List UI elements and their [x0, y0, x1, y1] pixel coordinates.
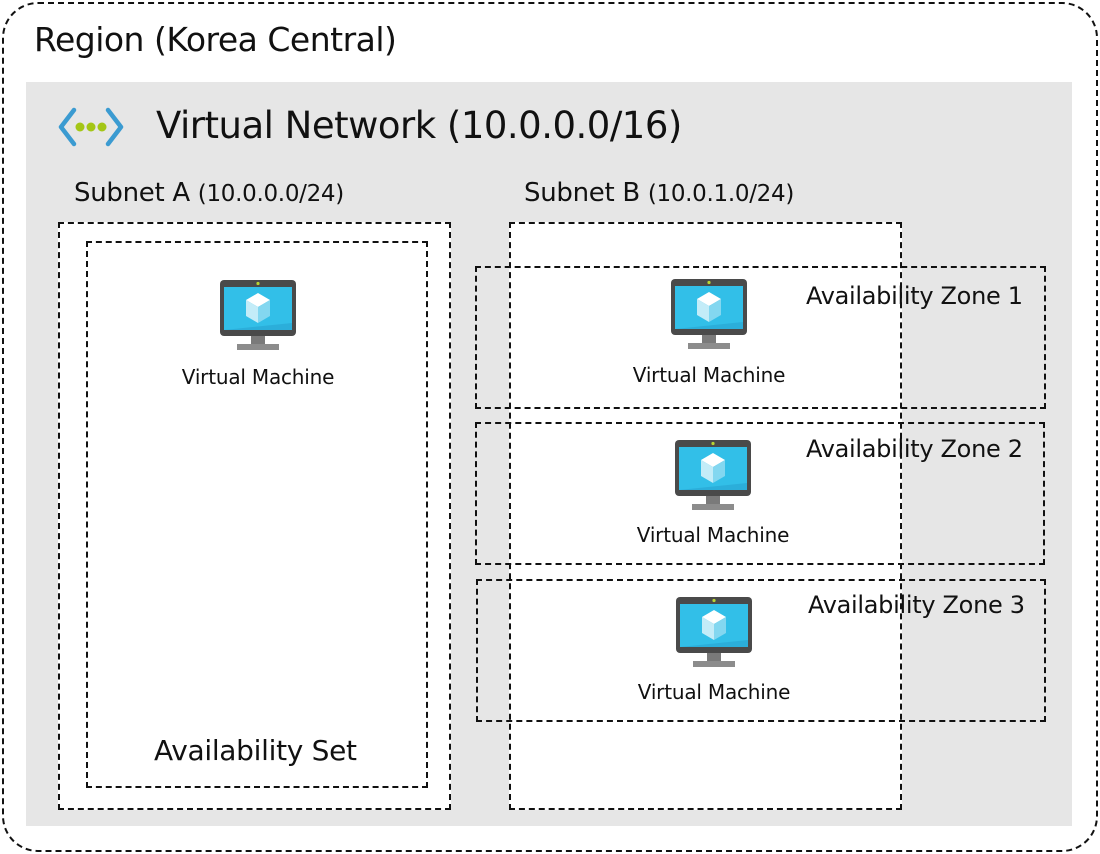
- virtual-machine-icon: [669, 278, 749, 350]
- availability-zone-1-label: Availability Zone 1: [806, 282, 1023, 310]
- subnet-a-cidr: (10.0.0.0/24): [197, 181, 344, 207]
- virtual-network-icon: [58, 106, 124, 148]
- subnet-b-cidr: (10.0.1.0/24): [647, 181, 794, 207]
- subnet-a-label: Subnet A (10.0.0.0/24): [74, 178, 344, 208]
- subnet-b-label: Subnet B (10.0.1.0/24): [524, 178, 794, 208]
- availability-zone-1-box: [475, 266, 1046, 409]
- availability-set-label: Availability Set: [154, 734, 357, 767]
- subnet-b-name: Subnet B: [524, 178, 640, 208]
- availability-zone-2-label: Availability Zone 2: [806, 435, 1023, 463]
- virtual-network-title: Virtual Network (10.0.0.0/16): [156, 104, 682, 147]
- availability-zone-3-label: Availability Zone 3: [808, 591, 1025, 619]
- subnet-a-name: Subnet A: [74, 178, 190, 208]
- availability-set-box: [86, 241, 428, 788]
- availability-set-vm-label: Virtual Machine: [181, 365, 335, 389]
- virtual-machine-icon: [218, 279, 298, 351]
- virtual-machine-icon: [673, 439, 753, 511]
- zone-2-vm-label: Virtual Machine: [636, 523, 790, 547]
- zone-3-vm-label: Virtual Machine: [637, 680, 791, 704]
- virtual-machine-icon: [674, 596, 754, 668]
- availability-zone-2-box: [475, 422, 1045, 565]
- availability-zone-3-box: [476, 579, 1046, 722]
- region-title: Region (Korea Central): [34, 20, 397, 59]
- zone-1-vm-label: Virtual Machine: [632, 363, 786, 387]
